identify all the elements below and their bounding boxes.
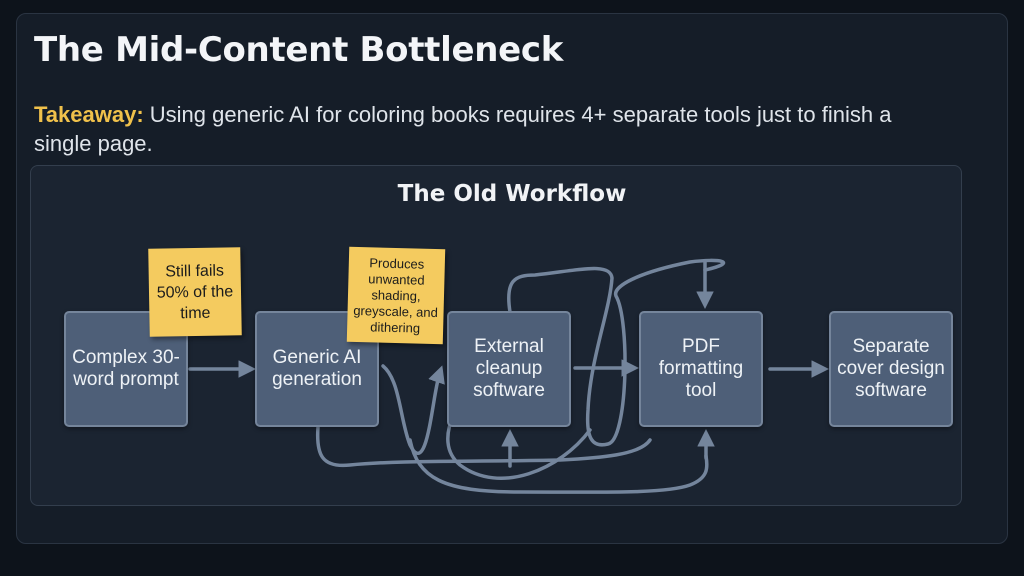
- step-label: Separate cover design software: [837, 336, 945, 401]
- step-label: Generic AI generation: [272, 347, 362, 390]
- tangle-bottom-1: [315, 425, 652, 468]
- note-text: Still fails 50% of the time: [156, 261, 234, 322]
- takeaway-text: Using generic AI for coloring books requ…: [34, 102, 892, 156]
- sticky-note-fail-rate: Still fails 50% of the time: [148, 247, 242, 337]
- takeaway: Takeaway: Using generic AI for coloring …: [34, 100, 954, 158]
- tangle-top-1: [507, 258, 726, 447]
- slide-title: The Mid-Content Bottleneck: [34, 30, 564, 70]
- workflow-title: The Old Workflow: [397, 181, 627, 207]
- tangle-bottom-2: [408, 438, 709, 494]
- step-external-cleanup: External cleanup software: [447, 311, 571, 427]
- sticky-note-artifacts: Produces unwanted shading, greyscale, an…: [346, 246, 446, 345]
- takeaway-label: Takeaway:: [34, 102, 144, 127]
- step-label: External cleanup software: [473, 336, 545, 401]
- step-pdf-formatting: PDF formatting tool: [639, 311, 763, 427]
- note-text: Produces unwanted shading, greyscale, an…: [353, 254, 439, 336]
- step-cover-design: Separate cover design software: [829, 311, 953, 427]
- step-label: Complex 30-word prompt: [72, 347, 180, 390]
- step-label: PDF formatting tool: [658, 336, 744, 401]
